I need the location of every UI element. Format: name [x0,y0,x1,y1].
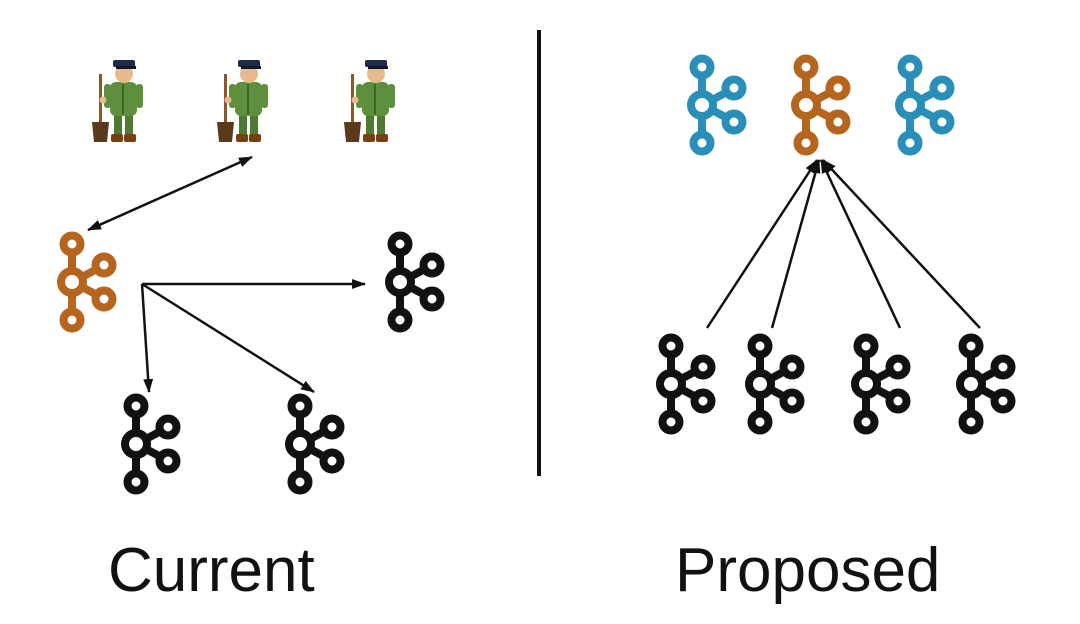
arrow [819,159,902,329]
worker-icon [91,59,144,143]
arrow [141,282,315,394]
kafka-broker-icon [289,398,341,491]
proposed-label: Proposed [675,536,941,605]
current-panel [61,59,441,491]
kafka-broker-icon [855,338,907,431]
arrow [822,159,981,329]
arrow [770,159,821,329]
kafka-broker-icon-controller [61,236,113,329]
kafka-broker-icon [125,398,177,491]
kafka-broker-icon [660,338,712,431]
worker-icon [216,59,269,143]
kafka-broker-icon [899,59,951,152]
worker-icon [343,59,396,143]
proposed-panel [660,59,1012,431]
kafka-broker-icon-controller [795,59,847,152]
kafka-broker-icon [389,236,441,329]
arrow [140,283,154,393]
double-arrow [87,155,253,232]
arrow [705,159,819,329]
kafka-broker-icon [691,59,743,152]
kafka-broker-icon [749,338,801,431]
kafka-broker-icon [960,338,1012,431]
current-label: Current [108,536,315,605]
